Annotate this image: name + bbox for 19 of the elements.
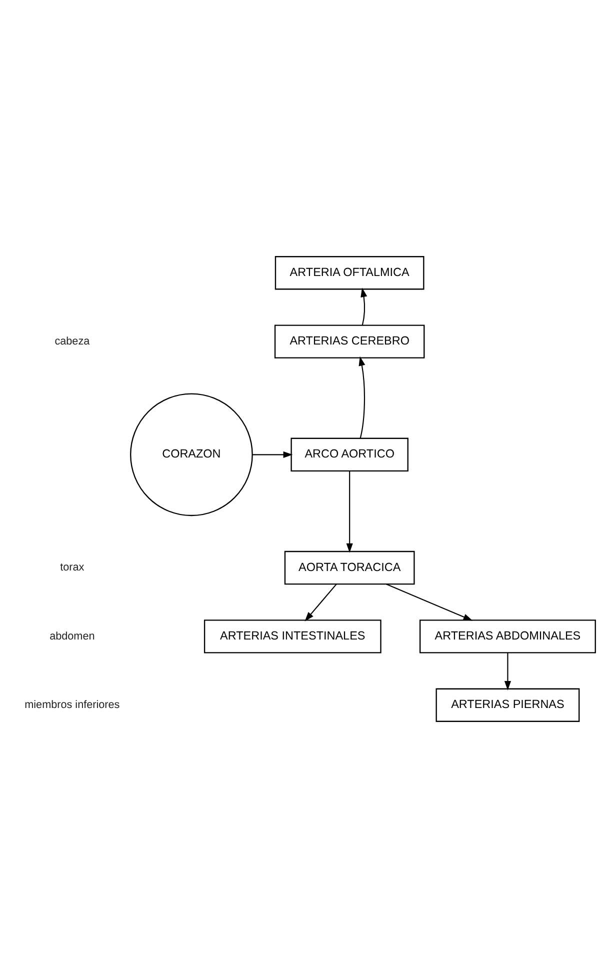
node-box: ARTERIA OFTALMICA	[274, 256, 424, 290]
arrow	[304, 583, 337, 621]
arrow	[252, 450, 293, 458]
label: miembros inferiores	[24, 698, 120, 710]
arrow	[360, 287, 368, 325]
arrow	[358, 356, 366, 438]
node-box: ARTERIAS ABDOMINALES	[419, 619, 596, 653]
label: cabeza	[54, 334, 90, 347]
node-box: ARCO AORTICO	[290, 437, 408, 472]
label: torax	[60, 561, 84, 574]
node-box: AORTA TORACICA	[284, 550, 415, 584]
label: abdomen	[50, 630, 95, 642]
arrow	[346, 470, 353, 552]
node-box: ARTERIAS PIERNAS	[436, 688, 580, 722]
arrow	[386, 583, 473, 620]
arrow	[504, 652, 511, 690]
node-box: ARTERIAS INTESTINALES	[204, 619, 382, 653]
node-circle: CORAZON	[130, 392, 253, 516]
node-box: ARTERIAS CEREBRO	[274, 324, 425, 358]
